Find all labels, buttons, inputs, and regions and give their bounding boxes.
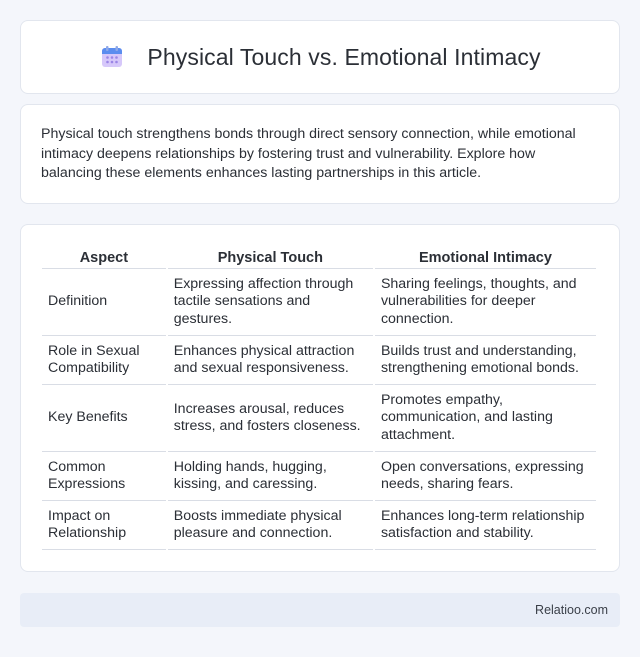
- table-cell: Definition: [42, 269, 166, 336]
- page-title: Physical Touch vs. Emotional Intimacy: [147, 43, 541, 70]
- table-header-row: Aspect Physical Touch Emotional Intimacy: [42, 243, 596, 269]
- table-cell: Enhances long-term relationship satisfac…: [374, 501, 596, 550]
- intro-text: Physical touch strengthens bonds through…: [41, 126, 576, 181]
- table-cell: Holding hands, hugging, kissing, and car…: [167, 452, 373, 501]
- table-cell: Builds trust and understanding, strength…: [374, 336, 596, 385]
- table-cell: Sharing feelings, thoughts, and vulnerab…: [374, 269, 596, 336]
- table-row: Role in Sexual Compatibility Enhances ph…: [42, 336, 596, 385]
- footer-bar: Relatioo.com: [20, 593, 620, 627]
- intro-card: Physical touch strengthens bonds through…: [20, 104, 620, 204]
- table-cell: Enhances physical attraction and sexual …: [167, 336, 373, 385]
- table-cell: Increases arousal, reduces stress, and f…: [167, 385, 373, 452]
- table-cell: Promotes empathy, communication, and las…: [374, 385, 596, 452]
- table-cell: Boosts immediate physical pleasure and c…: [167, 501, 373, 550]
- table-row: Impact on Relationship Boosts immediate …: [42, 501, 596, 550]
- footer-brand: Relatioo.com: [535, 603, 608, 617]
- table-cell: Role in Sexual Compatibility: [42, 336, 166, 385]
- table-row: Common Expressions Holding hands, huggin…: [42, 452, 596, 501]
- table-row: Definition Expressing affection through …: [42, 269, 596, 336]
- column-header-physical-touch: Physical Touch: [167, 243, 373, 269]
- table-cell: Common Expressions: [42, 452, 166, 501]
- table-row: Key Benefits Increases arousal, reduces …: [42, 385, 596, 452]
- title-card: Physical Touch vs. Emotional Intimacy: [20, 20, 620, 94]
- table-cell: Expressing affection through tactile sen…: [167, 269, 373, 336]
- calendar-icon: [102, 46, 123, 67]
- comparison-table: Aspect Physical Touch Emotional Intimacy…: [40, 243, 598, 550]
- table-cell: Open conversations, expressing needs, sh…: [374, 452, 596, 501]
- comparison-table-card: Aspect Physical Touch Emotional Intimacy…: [20, 224, 620, 572]
- column-header-aspect: Aspect: [42, 243, 166, 269]
- table-cell: Key Benefits: [42, 385, 166, 452]
- column-header-emotional-intimacy: Emotional Intimacy: [374, 243, 596, 269]
- table-cell: Impact on Relationship: [42, 501, 166, 550]
